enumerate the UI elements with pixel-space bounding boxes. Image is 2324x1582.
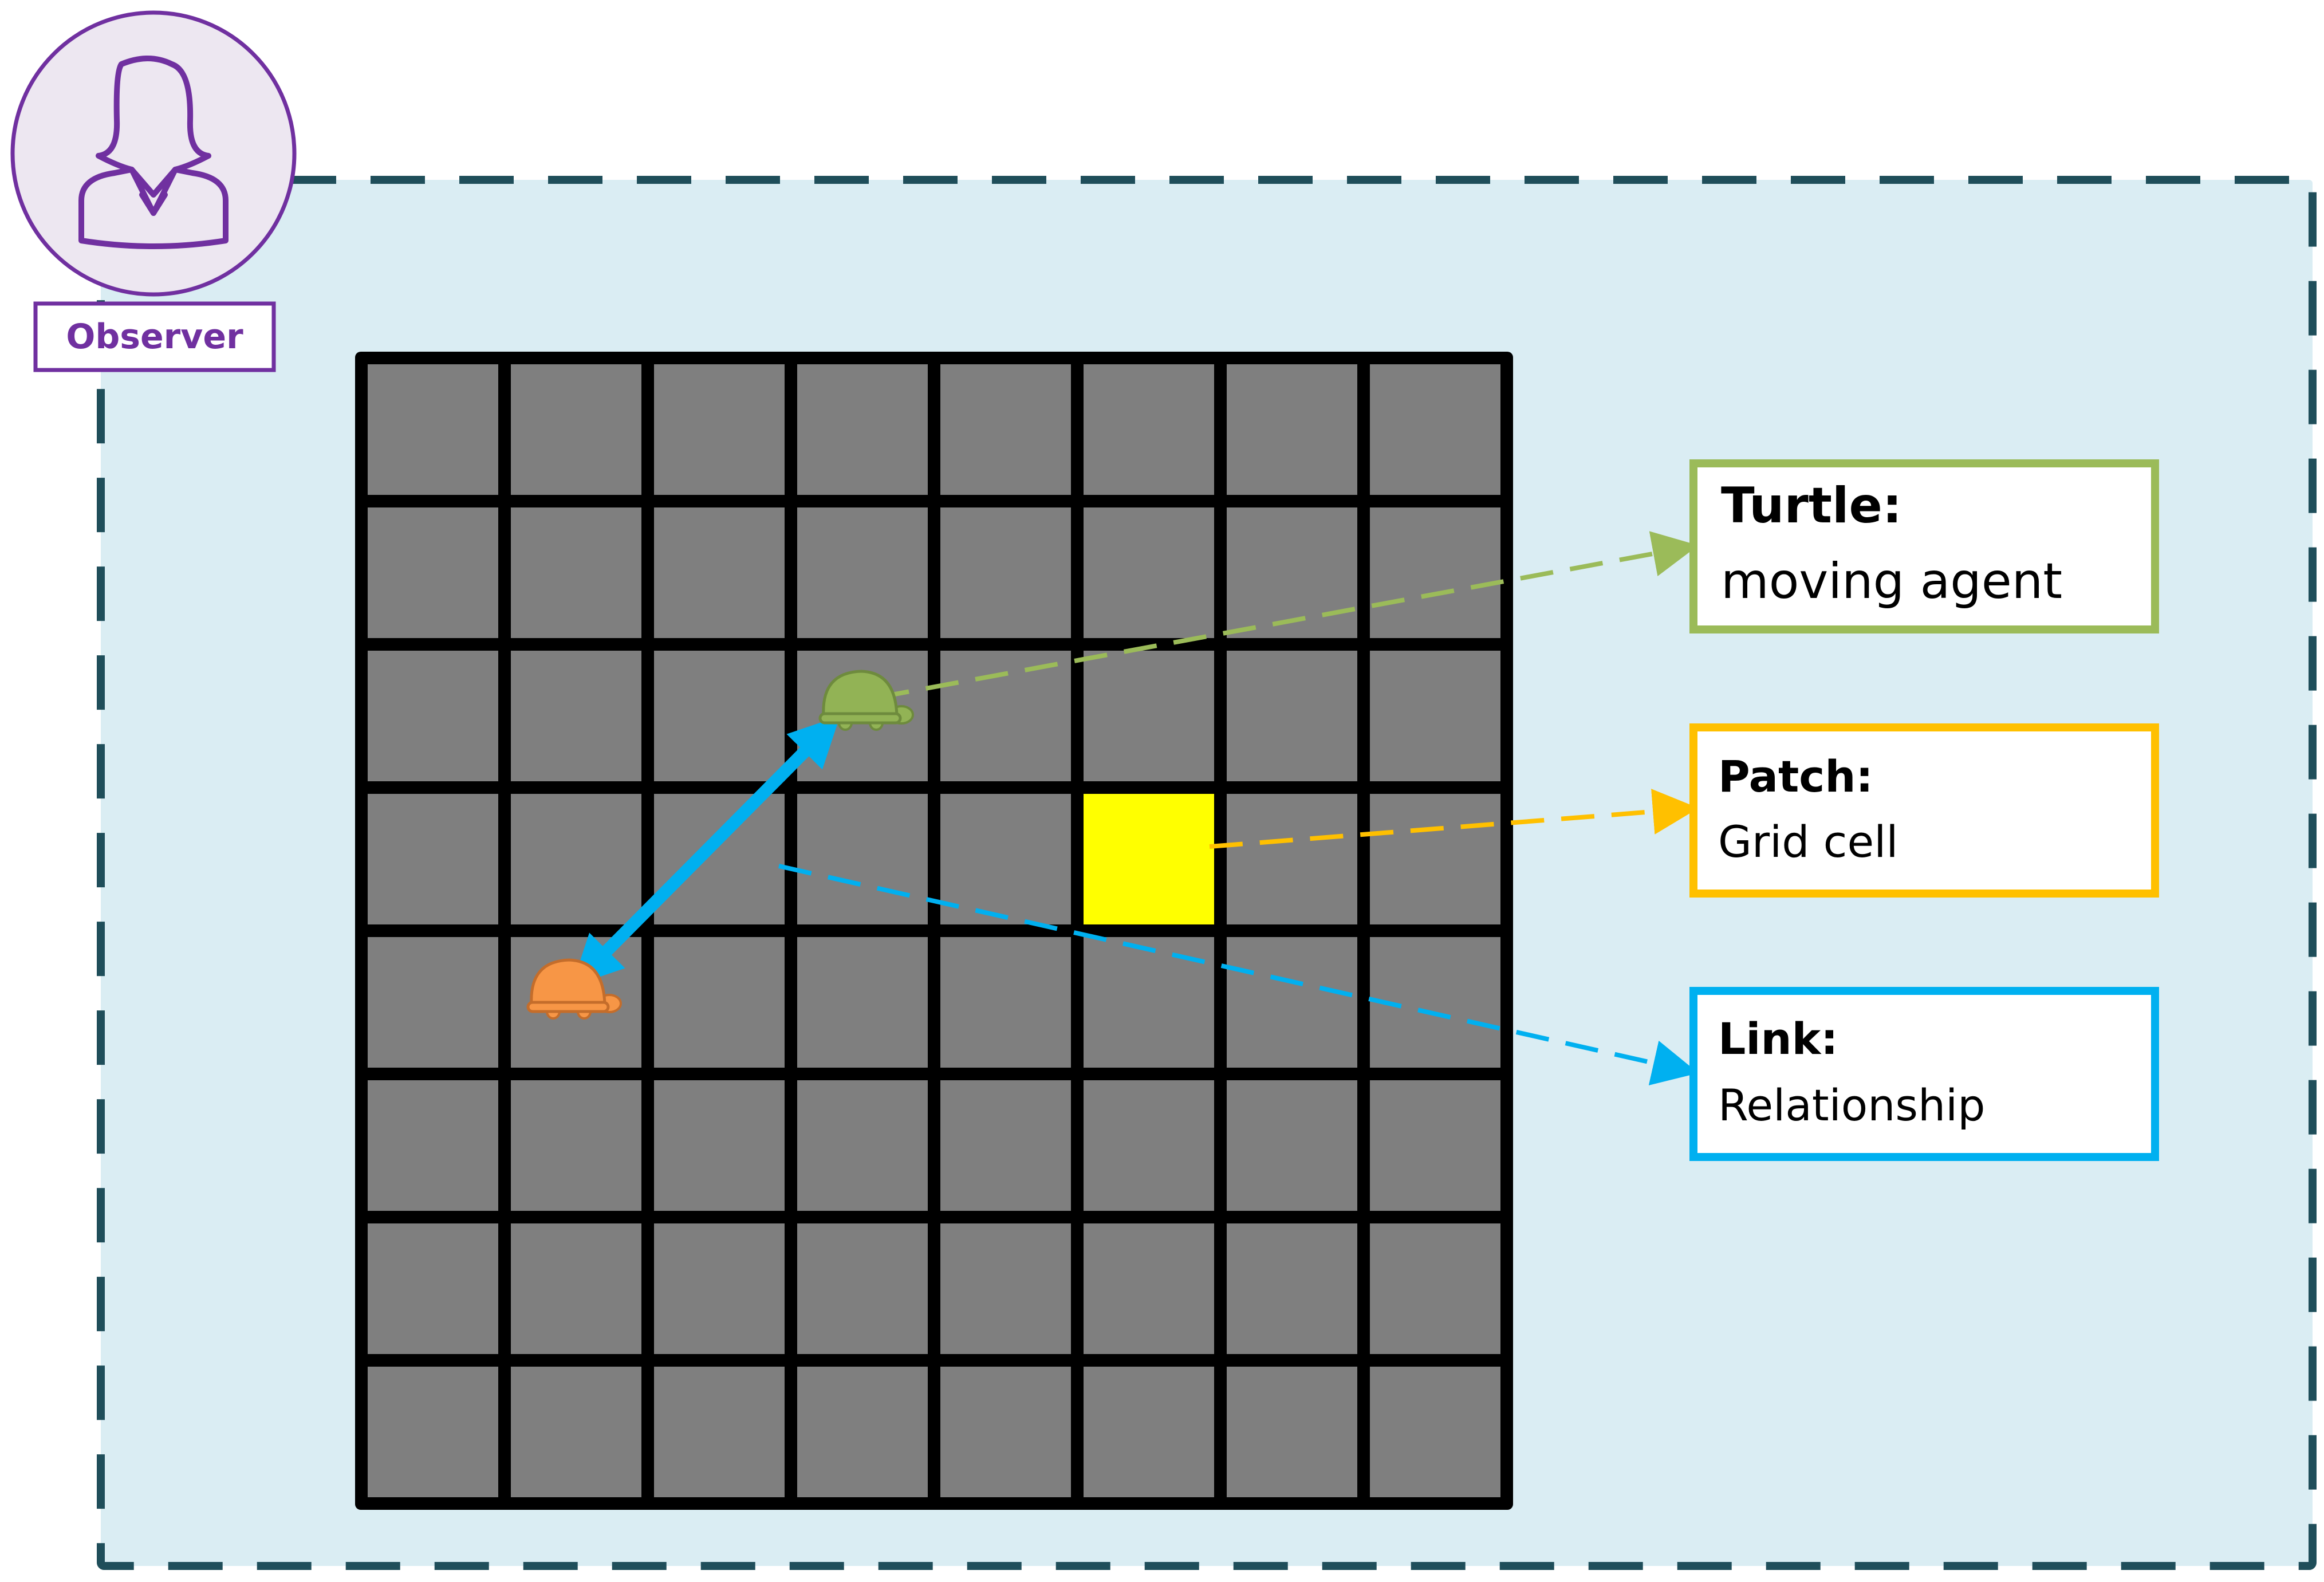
patch-cell [654,794,785,924]
patch-cell [368,1080,498,1211]
patch-grid [355,352,1513,1510]
observer-circle [10,10,297,297]
patch-cell [1227,651,1357,781]
patch-cell [1084,1223,1214,1354]
patch-cell [1227,1223,1357,1354]
patch-cell [654,507,785,638]
patch-cell [1227,364,1357,495]
patch-cell [654,1223,785,1354]
patch-cell [654,937,785,1068]
patch-cell [1227,1367,1357,1497]
patch-cell [1370,1223,1500,1354]
patch-cell [368,507,498,638]
patch-cell [1370,507,1500,638]
patch-cell [797,507,928,638]
patch-legend-title: Patch: [1718,751,1873,802]
turtle-pointer-arrow [876,531,1699,700]
patch-cell [940,1223,1071,1354]
patch-cell [940,1080,1071,1211]
patch-cell [797,364,928,495]
observer-label-box [33,301,276,372]
patch-cell [654,1367,785,1497]
patch-legend-desc: Grid cell [1718,816,1898,867]
patch-cell [1370,364,1500,495]
patch-cell [368,794,498,924]
patch-pointer-arrow [1209,789,1699,849]
patch-cell [797,794,928,924]
patch-cell [1084,364,1214,495]
grid-background [355,352,1513,1510]
patch-cell [1227,1080,1357,1211]
patch-cell [368,1223,498,1354]
highlighted-patch [1084,794,1214,924]
link-pointer-arrow [778,864,1699,1085]
patch-cell [654,651,785,781]
patch-cell [940,507,1071,638]
observer-label: Observer [66,317,243,357]
patch-cell [1084,507,1214,638]
patch-legend-box [1689,723,2159,898]
patch-cell [1370,1080,1500,1211]
green-turtle-icon [818,670,914,731]
link-legend-box [1689,987,2159,1161]
patch-cell [1370,1367,1500,1497]
patch-cell [368,651,498,781]
patch-cell [1084,651,1214,781]
patch-cell [940,937,1071,1068]
patch-cell [1084,1080,1214,1211]
patch-cell [1227,937,1357,1068]
patch-cell [511,364,641,495]
turtle-legend-desc: moving agent [1721,553,2062,610]
patch-cell [654,364,785,495]
patch-cell [1084,937,1214,1068]
patch-cell [1370,651,1500,781]
patch-cell [1227,507,1357,638]
orange-turtle-icon [526,958,622,1020]
patch-cell [654,1080,785,1211]
patch-cell [1227,794,1357,924]
patch-cell [511,651,641,781]
patch-cell [511,1223,641,1354]
patch-cell [511,794,641,924]
woman-user-icon [78,56,229,249]
patch-cell [368,364,498,495]
patch-cell [511,1080,641,1211]
patch-cell [797,937,928,1068]
patch-cell [1370,794,1500,924]
turtle-legend-box [1689,459,2159,633]
turtle-link [572,716,840,986]
patch-cell [1084,1367,1214,1497]
patch-cell [368,937,498,1068]
patch-cell [368,1367,498,1497]
patch-cell [797,1223,928,1354]
patch-cell [940,1367,1071,1497]
link-legend-desc: Relationship [1718,1080,1986,1131]
patch-cell [511,507,641,638]
patch-cell [797,1080,928,1211]
patch-cell [511,1367,641,1497]
patch-cell [797,1367,928,1497]
turtle-legend-title: Turtle: [1721,477,1902,534]
patch-cell [940,364,1071,495]
patch-cell [940,794,1071,924]
patch-cell [940,651,1071,781]
link-legend-title: Link: [1718,1013,1838,1064]
